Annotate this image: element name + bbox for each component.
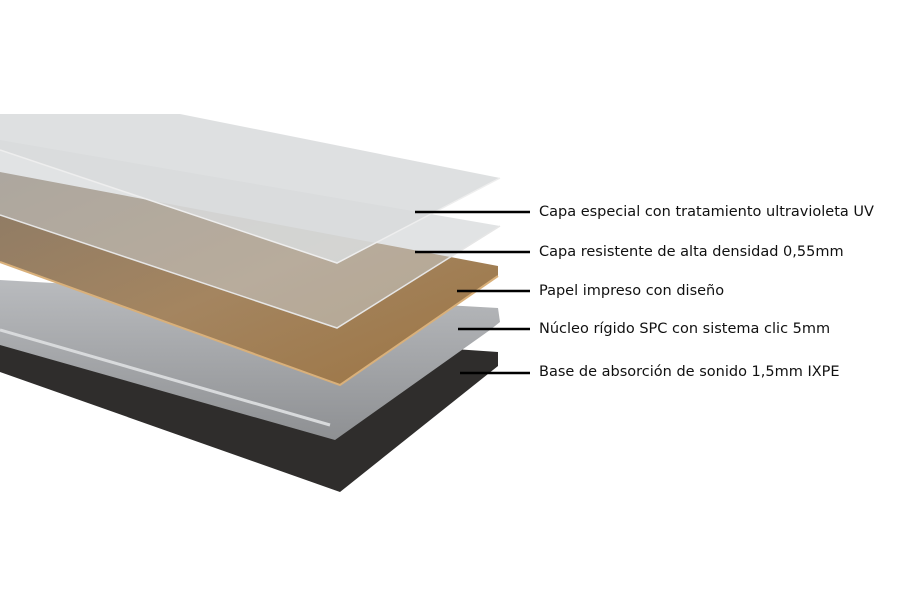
paper-edge: [0, 261, 499, 387]
click-groove: [0, 328, 331, 427]
label-base-layer: Base de absorción de sonido 1,5mm IXPE: [539, 364, 840, 380]
uv-layer: [0, 114, 500, 263]
label-wear-layer: Capa resistente de alta densidad 0,55mm: [539, 244, 844, 260]
uv-layer-edge: [0, 149, 501, 264]
wear-layer-edge: [0, 214, 501, 329]
label-printed-paper: Papel impreso con diseño: [539, 283, 725, 299]
label-spc-core: Núcleo rígido SPC con sistema clic 5mm: [539, 321, 831, 337]
label-uv-layer: Capa especial con tratamiento ultraviole…: [539, 204, 874, 220]
